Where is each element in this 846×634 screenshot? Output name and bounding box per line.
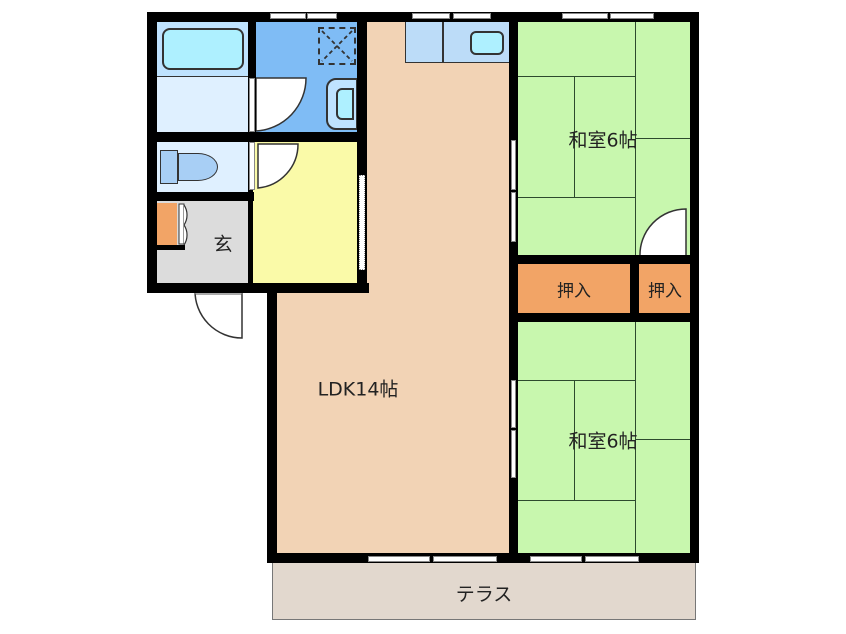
window: [585, 556, 639, 562]
wall: [509, 313, 699, 322]
sliding-door: [511, 430, 516, 478]
tatami-mat: [635, 20, 691, 139]
window: [610, 13, 654, 19]
closet-1: [518, 263, 631, 313]
terrace-label: テラス: [455, 583, 513, 606]
window: [530, 556, 582, 562]
shoe-cabinet-wall: [155, 245, 185, 250]
shoe-cabinet-door-icon: [178, 203, 188, 246]
storage-sliding-door: [359, 175, 365, 270]
entry-door-icon: [194, 288, 243, 339]
closet-2: [639, 263, 691, 313]
sliding-door: [511, 140, 516, 190]
japanese-room-2: [516, 320, 692, 556]
closet-door-icon: [639, 208, 687, 258]
tatami-mat: [517, 320, 636, 381]
sink-icon: [470, 31, 504, 55]
wall: [147, 192, 254, 201]
wall: [357, 12, 367, 293]
entrance-label: 玄: [213, 233, 233, 256]
kitchen-counter-divider: [442, 20, 444, 63]
ldk-label: LDK14帖: [317, 378, 399, 401]
wall: [248, 12, 256, 142]
door-frame: [249, 78, 255, 132]
tatami-mat: [635, 320, 691, 440]
window: [270, 13, 306, 19]
wall: [147, 12, 157, 293]
tatami-mat: [517, 76, 575, 198]
storage-door-icon: [257, 143, 299, 189]
window: [562, 13, 608, 19]
japanese-room-1-label: 和室6帖: [568, 129, 638, 152]
tatami-mat: [517, 380, 575, 501]
bath-door-icon: [255, 77, 307, 132]
wall: [509, 12, 518, 563]
window: [433, 556, 497, 562]
wall: [690, 12, 699, 563]
wall: [630, 255, 639, 321]
window: [453, 13, 491, 19]
closet-1-label: 押入: [557, 281, 591, 302]
window: [307, 13, 337, 19]
window: [412, 13, 450, 19]
tatami-mat: [517, 500, 636, 556]
door-frame: [249, 142, 255, 190]
wall: [147, 283, 369, 293]
sliding-door: [511, 380, 516, 428]
tatami-mat: [635, 439, 691, 556]
closet-2-label: 押入: [648, 281, 682, 302]
washbasin-icon: [326, 78, 358, 130]
toilet-tank-icon: [160, 150, 178, 184]
japanese-room-2-label: 和室6帖: [568, 430, 638, 453]
washing-machine-space-icon: [318, 27, 356, 65]
shoe-cabinet: [157, 203, 177, 245]
window: [368, 556, 430, 562]
wall: [267, 283, 277, 562]
toilet-bowl-icon: [178, 153, 218, 181]
tatami-mat: [517, 197, 636, 259]
bathtub-icon: [162, 28, 244, 70]
sliding-door: [511, 192, 516, 242]
tatami-mat: [517, 20, 636, 77]
wall: [147, 132, 367, 142]
wall: [509, 255, 699, 264]
wall: [248, 142, 253, 292]
